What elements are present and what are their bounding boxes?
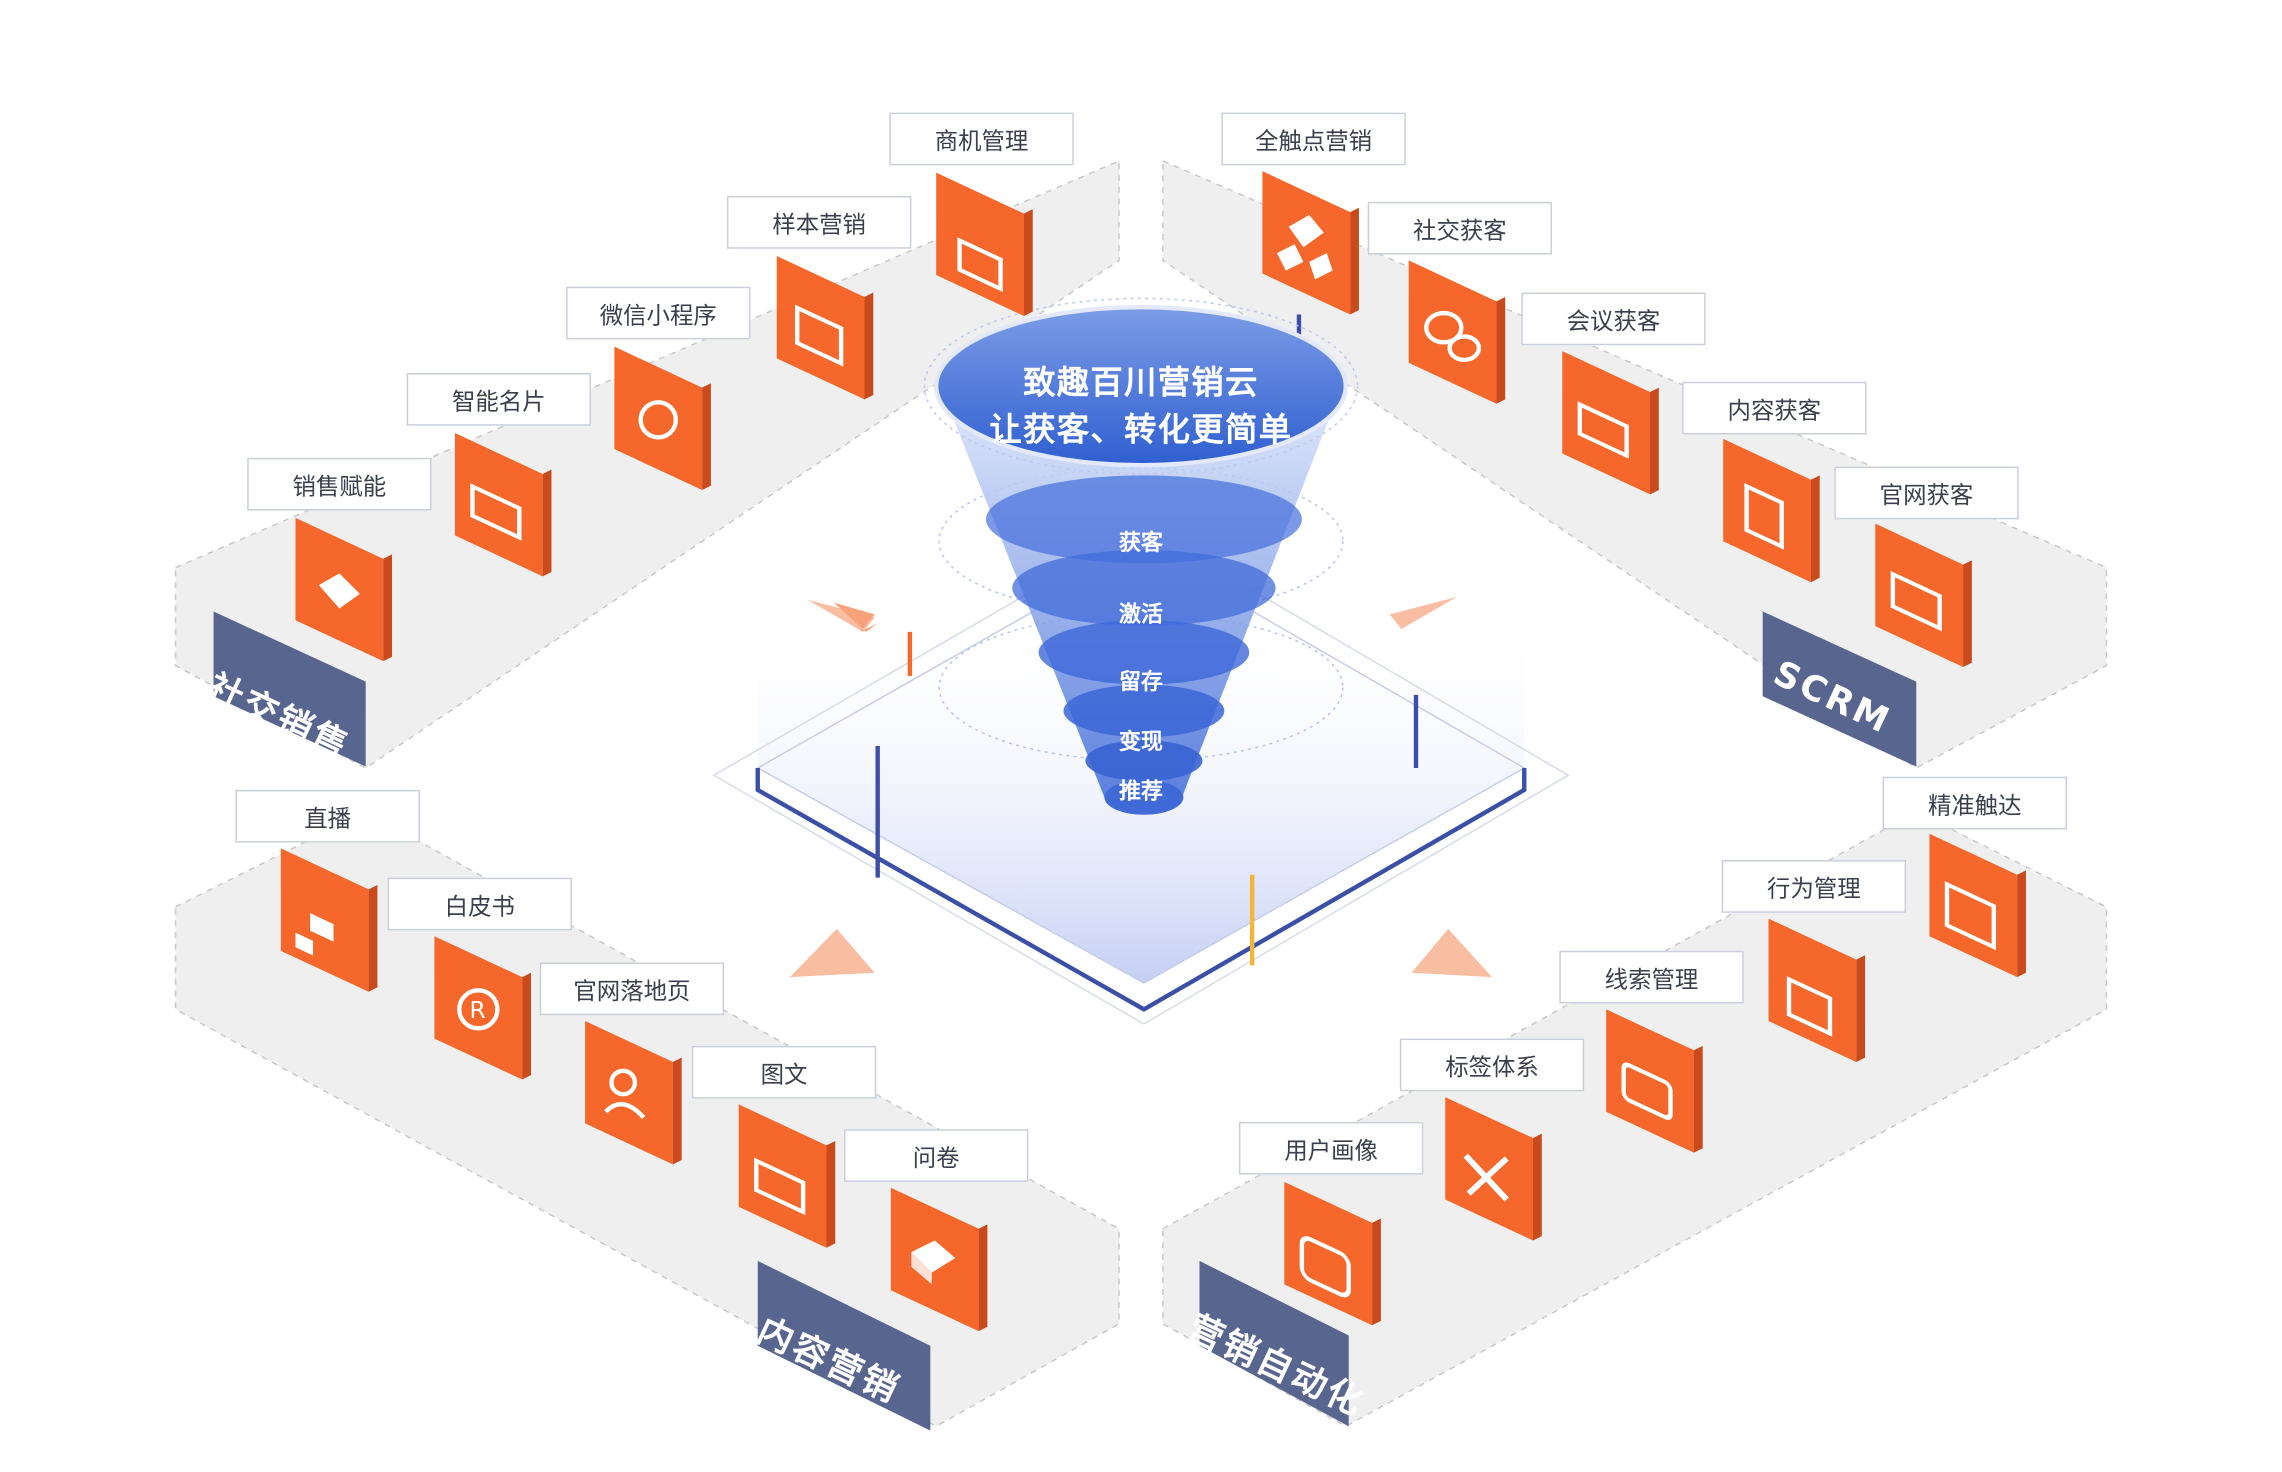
- face-icon: [1284, 1181, 1381, 1326]
- item-image-text[interactable]: 图文: [691, 1045, 877, 1099]
- item-omnichannel-marketing[interactable]: 全触点营销: [1221, 112, 1406, 166]
- article-icon: [1723, 438, 1820, 583]
- item-behavior-management[interactable]: 行为管理: [1721, 860, 1907, 913]
- title-bar-social-sales: [213, 611, 366, 767]
- robot-icon: [1606, 1009, 1703, 1153]
- funnel-stage-monetize: 变现: [1119, 728, 1163, 755]
- item-precise-reach[interactable]: 精准触达: [1882, 776, 2067, 830]
- tag-icon: [295, 517, 393, 662]
- item-tag-system[interactable]: 标签体系: [1399, 1038, 1585, 1092]
- image-frame-icon: [1929, 833, 2026, 978]
- item-lead-management[interactable]: 线索管理: [1559, 950, 1744, 1004]
- svg-text:R: R: [470, 996, 486, 1024]
- title-bar-scrm: [1762, 611, 1917, 767]
- item-content-acquisition[interactable]: 内容获客: [1682, 381, 1867, 435]
- coin-icon: [614, 346, 711, 491]
- item-event-acquisition[interactable]: 会议获客: [1521, 292, 1706, 346]
- item-questionnaire[interactable]: 问卷: [844, 1129, 1029, 1182]
- person-icon: [585, 1021, 682, 1165]
- item-opportunity-management[interactable]: 商机管理: [889, 112, 1074, 166]
- funnel-title-line1: 致趣百川营销云: [1023, 365, 1259, 403]
- funnel-stage-retain: 留存: [1119, 668, 1163, 695]
- wechat-icon: [1408, 260, 1506, 404]
- funnel: [923, 297, 1359, 815]
- item-sample-marketing[interactable]: 样本营销: [727, 196, 912, 249]
- box-icon: [890, 1187, 988, 1332]
- item-whitepaper[interactable]: 白皮书: [387, 877, 572, 931]
- storefront-icon: [738, 1104, 836, 1248]
- shopping-bag-icon: [1768, 918, 1866, 1062]
- funnel-stage-activate: 激活: [1119, 601, 1163, 628]
- item-landing-page[interactable]: 官网落地页: [539, 962, 725, 1016]
- registered-icon: R: [434, 936, 531, 1080]
- web-form-icon: [1875, 523, 1972, 668]
- briefcase-icon: [936, 172, 1033, 316]
- item-website-acquisition[interactable]: 官网获客: [1834, 466, 2019, 520]
- item-live-stream[interactable]: 直播: [235, 789, 420, 843]
- arrow-icons: [789, 596, 1493, 978]
- flowchart-icon: [280, 848, 378, 992]
- funnel-stage-acquire: 获客: [1119, 529, 1163, 556]
- title-bar-marketing-automation: [1199, 1260, 1349, 1427]
- title-bar-content-marketing: [757, 1260, 931, 1431]
- item-wechat-mini-program[interactable]: 微信小程序: [566, 286, 751, 340]
- presentation-icon: [1562, 351, 1659, 495]
- cubes-icon: [1262, 171, 1359, 315]
- item-sales-enablement[interactable]: 销售赋能: [247, 457, 432, 511]
- item-user-persona[interactable]: 用户画像: [1238, 1121, 1424, 1175]
- tools-icon: [1445, 1097, 1542, 1241]
- item-smart-business-card[interactable]: 智能名片: [406, 373, 591, 426]
- id-card-icon: [454, 432, 552, 577]
- item-social-acquisition[interactable]: 社交获客: [1367, 201, 1553, 255]
- document-icon: [776, 255, 874, 400]
- funnel-stage-refer: 推荐: [1119, 778, 1163, 805]
- funnel-title-line2: 让获客、转化更简单: [989, 412, 1293, 450]
